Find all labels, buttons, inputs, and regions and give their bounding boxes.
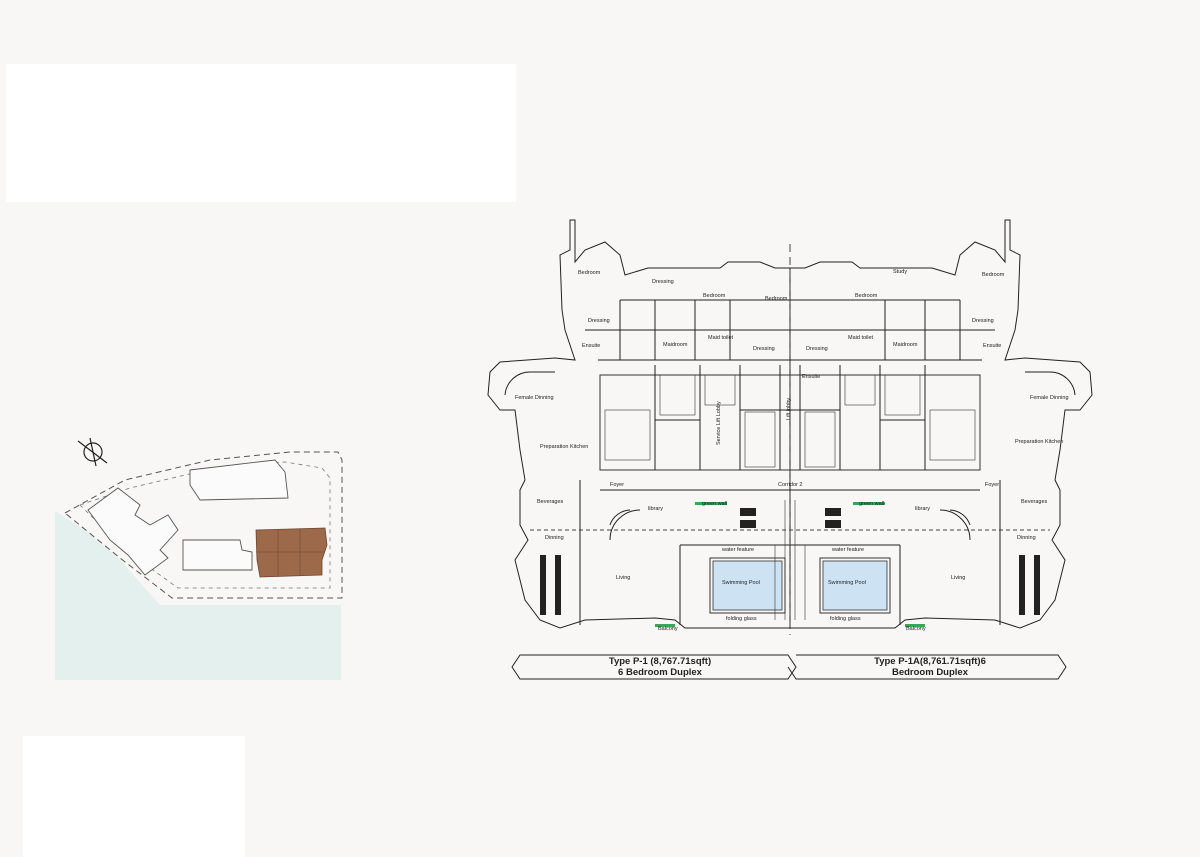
label-bedroom-4: Bedroom — [982, 272, 1005, 278]
label-ensuite-2: Ensuite — [983, 343, 1001, 349]
label-beverages-left: Beverages — [537, 499, 564, 505]
site-boundary — [64, 451, 343, 599]
site-boundary-inner — [79, 461, 331, 589]
site-water — [55, 511, 341, 680]
label-maidroom-2: Maidroom — [893, 342, 918, 348]
label-beverages-right: Beverages — [1021, 499, 1048, 505]
label-pool-left: Swimming Pool — [722, 580, 760, 586]
label-ensuite-1: Ensuite — [582, 343, 600, 349]
label-bedroom-3: Bedroom — [765, 296, 788, 302]
label-green-wall-right: green wall — [859, 501, 884, 507]
label-library-left: library — [648, 506, 663, 512]
label-corridor: Corridor 2 — [778, 482, 802, 488]
label-prep-kitchen-right: Preparation Kitchen — [1015, 439, 1063, 445]
label-bedroom-5: Bedroom — [855, 293, 878, 299]
label-pool-right: Swimming Pool — [828, 580, 866, 586]
label-folding-glass-right: folding glass — [830, 616, 861, 622]
label-dressing-3: Dressing — [753, 346, 775, 352]
label-dinning-left: Dinning — [545, 535, 564, 541]
plan-outline-left — [487, 219, 791, 629]
site-building-3 — [182, 539, 253, 571]
plan-outline-right — [789, 219, 1093, 629]
label-water-feature-left: water feature — [721, 547, 754, 553]
label-dressing-2: Dressing — [588, 318, 610, 324]
label-library-right: library — [915, 506, 930, 512]
type-label-frame — [511, 654, 1067, 680]
label-service-lift-lobby: Service Lift Lobby — [716, 401, 722, 445]
label-balcony-right: Balcony — [906, 626, 926, 632]
blank-panel-bottom — [23, 736, 245, 857]
label-water-feature-right: water feature — [831, 547, 864, 553]
label-ensuite-3: Ensuite — [802, 374, 820, 380]
type-label-left-line1: Type P-1 (8,767.71sqft) — [608, 656, 712, 667]
label-female-dinning-right: Female Dinning — [1030, 395, 1069, 401]
label-dressing-5: Dressing — [806, 346, 828, 352]
green-wall-right — [853, 502, 885, 505]
label-dressing-1: Dressing — [652, 279, 674, 285]
label-prep-kitchen-left: Preparation Kitchen — [540, 444, 588, 450]
label-lift-lobby: Lift lobby — [786, 398, 792, 420]
label-maidroom-1: Maidroom — [663, 342, 688, 348]
label-dinning-right: Dinning — [1017, 535, 1036, 541]
label-foyer-right: Foyer — [985, 482, 999, 488]
label-dressing-4: Dressing — [972, 318, 994, 324]
label-female-dinning-left: Female Dinning — [515, 395, 554, 401]
label-study: Study — [893, 269, 907, 275]
label-green-wall-left: green wall — [702, 501, 727, 507]
label-bedroom-2: Bedroom — [703, 293, 726, 299]
site-building-1 — [87, 487, 179, 576]
type-label-right: Type P-1A(8,761.71sqft)6 Bedroom Duplex — [830, 656, 1030, 678]
type-label-left: Type P-1 (8,767.71sqft) 6 Bedroom Duplex — [560, 656, 760, 678]
label-foyer-left: Foyer — [610, 482, 624, 488]
label-bedroom-1: Bedroom — [578, 270, 601, 276]
type-label-left-line2: 6 Bedroom Duplex — [618, 667, 702, 678]
label-living-left: Living — [616, 575, 630, 581]
label-folding-glass-left: folding glass — [726, 616, 757, 622]
label-living-right: Living — [951, 575, 965, 581]
blank-panel-top — [6, 64, 516, 202]
type-label-right-line2: Bedroom Duplex — [891, 667, 968, 678]
compass-icon — [77, 437, 108, 467]
label-balcony-left: Balcony — [658, 626, 678, 632]
pool-right — [822, 560, 888, 611]
type-label-right-line1: Type P-1A(8,761.71sqft)6 — [874, 656, 986, 667]
site-highlight-plot — [255, 527, 328, 578]
label-maid-toilet-1: Maid toilet — [708, 335, 734, 341]
room-labels-right: Study Bedroom Bedroom Dressing Ensuite M… — [778, 269, 1069, 632]
site-building-2 — [189, 459, 289, 501]
green-wall-left — [695, 502, 727, 505]
label-maid-toilet-2: Maid toilet — [848, 335, 874, 341]
room-labels-left: Bedroom Dressing Bedroom Bedroom Dressin… — [515, 270, 792, 632]
pool-left — [712, 560, 783, 611]
